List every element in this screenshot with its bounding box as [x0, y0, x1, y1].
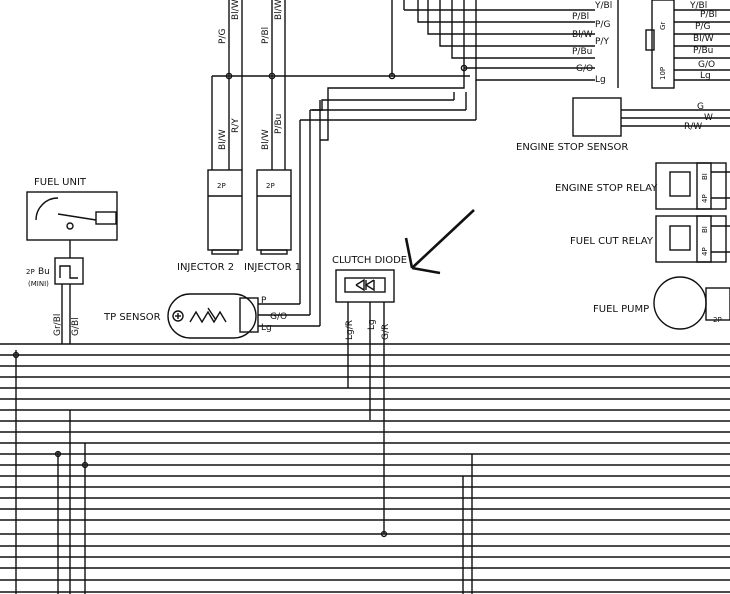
wire-label: G/O: [576, 64, 593, 74]
injector-2: 2P: [207, 169, 243, 255]
injector-1: 2P: [256, 169, 292, 255]
fuel-unit-mini-label: (MINI): [28, 280, 49, 288]
fuel-unit-2p-label: 2P: [26, 268, 35, 276]
injector-2-label: INJECTOR 2: [177, 262, 234, 273]
wire-label: G/R: [381, 324, 391, 340]
wire-label: P: [261, 296, 267, 306]
ecu-10p-label: 10P: [659, 67, 667, 80]
clutch-diode-label: CLUTCH DIODE: [332, 255, 407, 266]
injector-1-label: INJECTOR 1: [244, 262, 301, 273]
injector-2p-label: 2P: [266, 182, 275, 190]
relay-bi-label: BI: [701, 173, 709, 180]
harness-bus: [0, 343, 730, 594]
wire-label: P/G: [595, 20, 610, 30]
wire-label: Y/Bl: [594, 1, 612, 11]
pump-2p-label: 2P: [713, 316, 722, 324]
wire-label: R/W: [684, 122, 702, 132]
tp-sensor-label: TP SENSOR: [103, 312, 161, 323]
wire-label: P/Bu: [274, 114, 284, 134]
wire-label: Y/Bl: [689, 1, 707, 11]
relay-4p-label: 4P: [701, 247, 709, 256]
ecu-left-labels: Y/Bl P/Bl P/G Bl/W P/Y P/Bu G/O Lg: [572, 1, 612, 85]
wire-label: P/Y: [595, 37, 609, 47]
fuel-pump-label: FUEL PUMP: [593, 304, 649, 315]
wire-label: Lg: [261, 323, 272, 333]
wire-label: Lg/R: [345, 320, 355, 340]
upper-harness: [299, 0, 595, 326]
red-arrow-annotation: [404, 209, 475, 275]
engine-stop-sensor: G W R/W: [572, 97, 730, 137]
ecu-right-labels: Y/Bl P/Bl P/G Bl/W P/Bu G/O Lg: [689, 1, 717, 81]
wire-label: G/O: [698, 60, 715, 70]
fuel-cut-relay-label: FUEL CUT RELAY: [570, 236, 654, 247]
wire-label: Bl/W: [261, 129, 271, 150]
wire-label: P/Bl: [572, 12, 589, 22]
injector-2p-label: 2P: [217, 182, 226, 190]
wire-label: Lg: [595, 75, 606, 85]
relay-bi-label: BI: [701, 226, 709, 233]
ecu-gr-label: Gr: [659, 22, 667, 30]
wire-label: R/Y: [231, 118, 241, 133]
fuel-cut-relay: BI 4P: [655, 215, 730, 263]
fuel-unit-label: FUEL UNIT: [34, 177, 87, 188]
wire-label: P/Bu: [693, 46, 713, 56]
engine-stop-relay-label: ENGINE STOP RELAY: [555, 183, 658, 194]
wire-label: P/Bl: [700, 10, 717, 20]
wire-label: W: [704, 113, 713, 123]
wire-label: Lg: [367, 319, 377, 330]
fuel-unit: Gr/Bl G/Bl 2P Bu (MINI): [26, 191, 118, 344]
engine-stop-sensor-label: ENGINE STOP SENSOR: [516, 142, 628, 153]
fuel-pump: 2P: [653, 276, 730, 330]
wire-label: Lg: [700, 71, 711, 81]
tp-sensor: P G/O Lg: [167, 293, 320, 339]
ecu-connector: Gr 10P: [617, 0, 730, 89]
wire-label: Bl/W: [231, 0, 241, 20]
wire-label: P/Bl: [261, 27, 271, 44]
top-left-wires: [211, 0, 470, 170]
clutch-diode: Lg/R Lg G/R: [335, 269, 395, 534]
wire-label: Bl/W: [572, 30, 593, 40]
wire-label: Bl/W: [218, 129, 228, 150]
fuel-unit-bu-label: Bu: [38, 267, 50, 277]
wire-label: Bl/W: [693, 34, 714, 44]
engine-stop-relay: BI 4P: [655, 162, 730, 210]
wire-label: Gr/Bl: [53, 314, 63, 336]
wire-label: P/Bu: [572, 47, 592, 57]
wire-label: P/G: [218, 29, 228, 44]
top-left-wire-labels: P/G Bl/W P/Bl Bl/W Bl/W R/Y Bl/W P/Bu: [218, 0, 284, 150]
wire-label: G: [697, 102, 704, 112]
relay-4p-label: 4P: [701, 194, 709, 203]
wire-label: G/Bl: [71, 317, 81, 336]
wire-label: G/O: [270, 312, 287, 322]
wire-label: P/G: [695, 22, 710, 32]
wire-label: Bl/W: [274, 0, 284, 20]
